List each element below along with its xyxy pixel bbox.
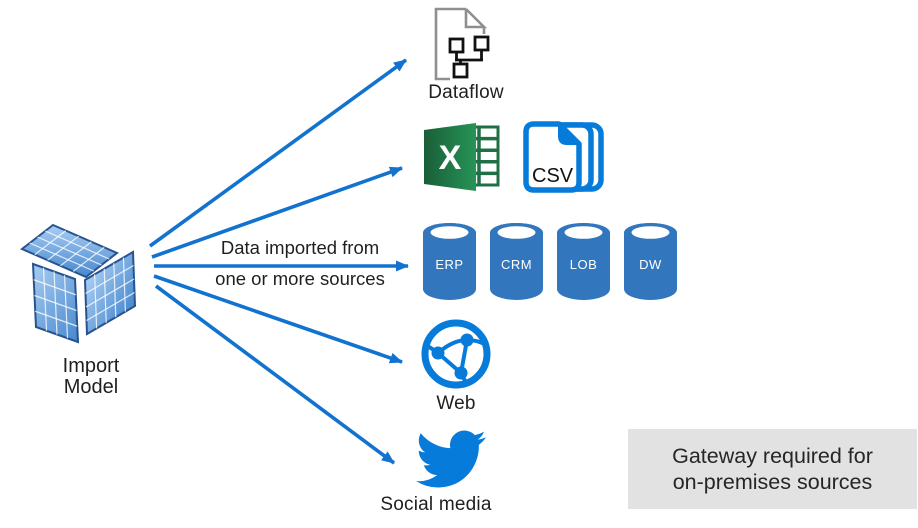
gateway-note-line2: on-premises sources bbox=[672, 470, 873, 494]
excel-letter: X bbox=[439, 139, 462, 177]
arrow-to-web bbox=[153, 274, 403, 364]
database-cylinder-lob: LOB bbox=[557, 223, 610, 300]
database-cylinders: ERP CRM LOB DW bbox=[423, 223, 677, 300]
arrow-to-files bbox=[151, 166, 403, 259]
database-cylinder-crm: CRM bbox=[490, 223, 543, 300]
web-label: Web bbox=[436, 393, 476, 414]
database-label: LOB bbox=[570, 257, 598, 272]
gateway-note: Gateway required for on-premises sources bbox=[628, 429, 917, 509]
csv-file-icon: CSV bbox=[523, 121, 604, 193]
social-media-label: Social media bbox=[380, 494, 492, 515]
dataflow-file-icon bbox=[434, 7, 490, 81]
gateway-note-line1: Gateway required for bbox=[672, 443, 873, 468]
twitter-bird-icon bbox=[416, 430, 486, 488]
dataflow-label: Dataflow bbox=[428, 82, 504, 103]
flow-annotation-line1: Data imported from bbox=[220, 237, 380, 258]
database-label: DW bbox=[639, 257, 662, 272]
web-globe-icon bbox=[421, 319, 491, 389]
arrow-to-social bbox=[154, 284, 396, 465]
import-model-label-line1: Import bbox=[62, 355, 120, 377]
flow-annotation-line2: one or more sources bbox=[215, 268, 385, 289]
import-model-label: Import Model bbox=[35, 356, 147, 398]
excel-icon: X bbox=[424, 123, 500, 191]
database-label: ERP bbox=[435, 257, 463, 272]
database-label: CRM bbox=[501, 257, 532, 272]
import-model-label-line2: Model bbox=[63, 376, 119, 398]
database-cylinder-dw: DW bbox=[624, 223, 677, 300]
database-cylinder-erp: ERP bbox=[423, 223, 476, 300]
import-model-cube-icon bbox=[17, 222, 147, 350]
csv-label: CSV bbox=[532, 165, 574, 187]
arrow-to-dataflow bbox=[148, 58, 408, 248]
